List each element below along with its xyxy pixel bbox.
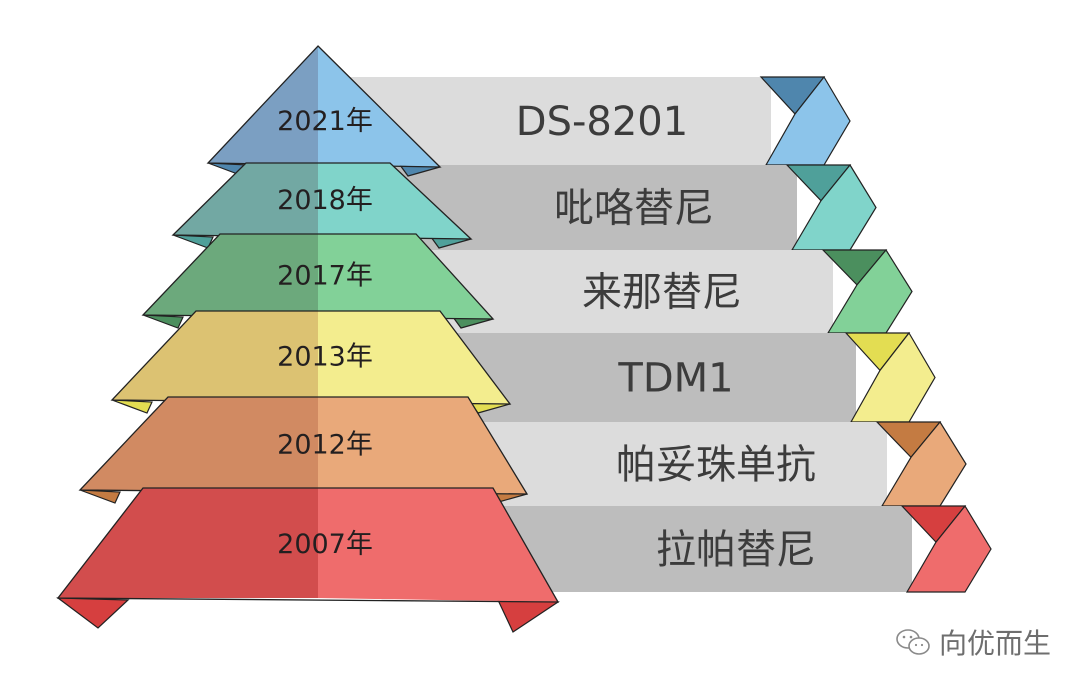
pyramid-tier: 2017年 [141,233,495,329]
tier-left-face [58,488,318,598]
drug-label: TDM1 [617,356,733,402]
pyramid-tier: 2021年 [206,45,442,177]
tier-outline [141,233,495,320]
tier-flap-right [497,599,560,633]
pyramid-tier: 2018年 [171,162,473,249]
tier-left-face [173,163,318,235]
year-label: 2012年 [277,430,373,461]
tier-left-face [80,397,318,490]
ribbon-fold-light [905,504,992,593]
tier-right-face [318,397,527,494]
drug-label: DS-8201 [516,99,688,145]
year-label: 2007年 [277,529,373,560]
drug-label: 拉帕替尼 [656,527,816,573]
tier-right-face [318,311,510,404]
tier-outline [110,310,512,405]
tier-right-face [318,488,558,602]
year-label: 2018年 [277,185,373,216]
pyramid-tier: 2012年 [78,396,529,504]
tier-left-face [112,311,318,400]
tier-outline [78,396,529,495]
watermark: 向优而生 [895,622,1051,662]
tier-right-face [318,234,493,319]
tier-left-face [143,234,318,315]
year-label: 2021年 [277,106,373,137]
tier-flap-left [111,399,153,414]
tier-flap-left [172,234,214,249]
tier-flap-left [56,597,130,629]
drug-label: 来那替尼 [582,270,742,316]
tier-outline [171,162,473,240]
tier-right-face [318,163,471,239]
drug-label: 吡咯替尼 [554,186,714,232]
pyramid-tier: 2013年 [110,310,512,414]
pyramid-tier: 2007年 [56,487,560,633]
wechat-icon [896,629,930,655]
tier-outline [56,487,560,603]
tier-flap-left [79,489,121,504]
watermark-text: 向优而生 [939,627,1052,660]
year-label: 2013年 [277,342,373,373]
tier-flap-left [142,314,184,329]
year-label: 2017年 [277,261,373,292]
drug-label: 帕妥珠单抗 [616,442,816,488]
